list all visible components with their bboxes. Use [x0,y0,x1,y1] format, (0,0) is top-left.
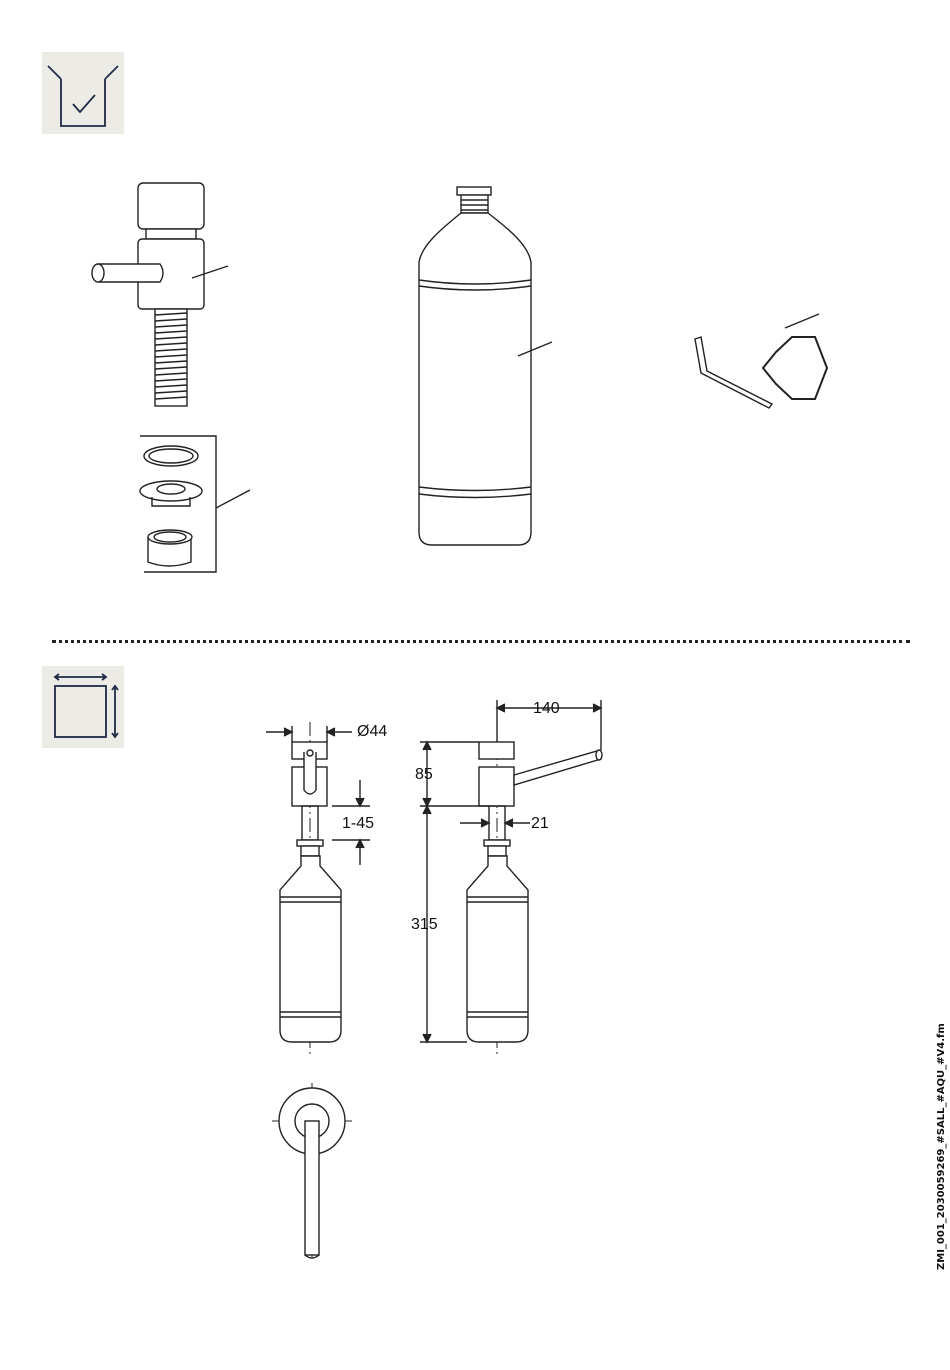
seal-set-icon [140,436,250,572]
dim-diameter: Ø44 [357,724,387,740]
side-view-drawing [420,700,602,1055]
dim-clamp-range: 1-45 [342,816,374,832]
soap-dispenser-head-icon [92,183,228,406]
hex-key-icon [695,314,827,408]
top-view-drawing [272,1083,352,1258]
front-view-drawing [266,722,370,1055]
dim-spout-offset: 21 [531,816,549,832]
dim-width: 140 [533,701,560,717]
dim-total-height: 315 [411,917,438,933]
dim-head-height: 85 [415,767,433,783]
document-code: ZMI_001_2030059269_#SALL_#AQU_#V4.fm [936,1023,947,1270]
bottle-icon [419,187,552,545]
